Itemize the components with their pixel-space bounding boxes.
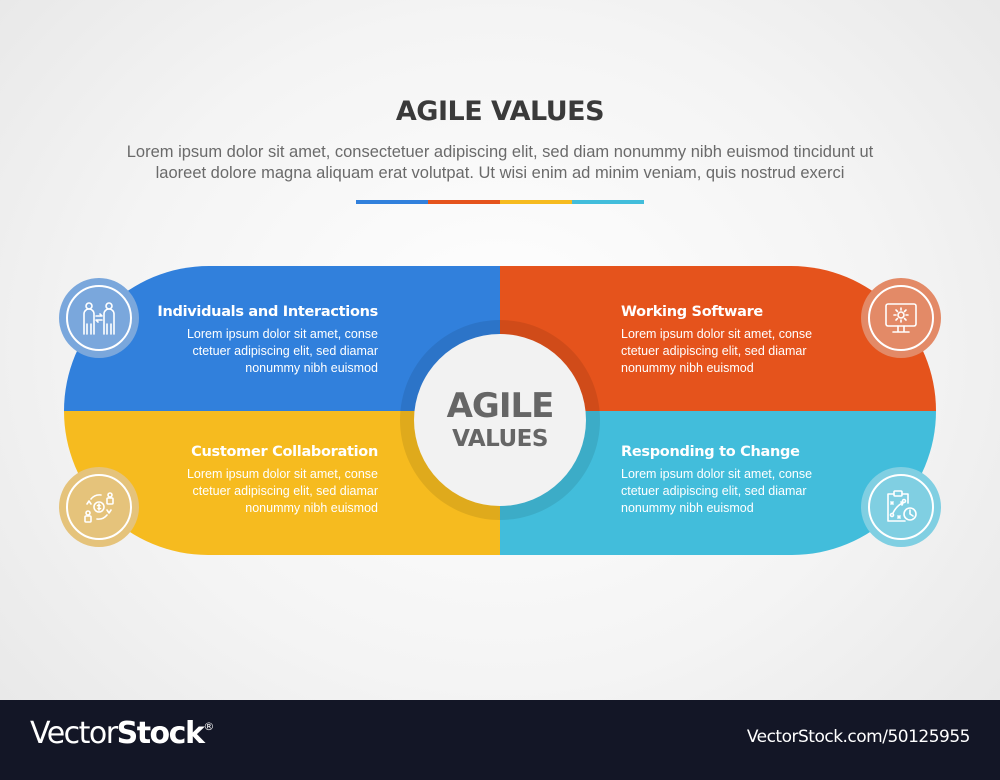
clipboard-strategy-clock-icon [887,490,917,522]
badge-customer-collaboration [59,467,139,547]
center-title-line-1: AGILE [446,386,555,426]
quadrant-text: Responding to Change Lorem ipsum dolor s… [621,444,812,517]
divider-orange [428,200,500,204]
subtitle-line-1: Lorem ipsum dolor sit amet, consectetuer… [126,143,874,161]
image-url: VectorStock.com/50125955 [746,727,971,747]
quadrant-individuals: Individuals and Interactions Lorem ipsum… [64,266,500,411]
subtitle-line-2: laoreet dolore magna aliquam erat volutp… [155,164,845,182]
money-exchange-icon [84,492,114,523]
badge-working-software [861,278,941,358]
quadrant-title: Individuals and Interactions [157,304,378,320]
logo-bold: Stock [116,716,205,751]
divider-yellow [500,200,572,204]
quadrant-desc-1: Lorem ipsum dolor sit amet, conse [621,466,813,481]
quadrant-desc-2: ctetuer adipiscing elit, sed diamar [621,344,807,358]
badge-individuals [59,278,139,358]
color-divider [356,200,644,204]
divider-cyan [572,200,644,204]
quadrant-title: Working Software [621,304,763,320]
divider-blue [356,200,428,204]
quadrant-desc-3: nonummy nibh euismod [621,361,754,375]
quadrant-working-software: Working Software Lorem ipsum dolor sit a… [500,266,936,411]
center-circle: AGILE VALUES [414,334,586,506]
quadrant-desc-2: ctetuer adipiscing elit, sed diamar [621,483,807,498]
monitor-gear-icon [885,303,917,333]
quadrant-desc-2: ctetuer adipiscing elit, sed diamar [192,344,378,358]
quadrant-title: Customer Collaboration [191,443,378,460]
watermark-footer: VectorStock® VectorStock.com/50125955 [0,700,1000,780]
quadrant-desc-3: nonummy nibh euismod [245,500,378,515]
quadrant-desc-1: Lorem ipsum dolor sit amet, conse [186,466,378,481]
registered-mark: ® [203,720,215,733]
quadrant-desc-1: Lorem ipsum dolor sit amet, conse [621,327,813,341]
quadrant-text: Individuals and Interactions Lorem ipsum… [157,304,378,377]
quadrant-title: Responding to Change [621,443,800,460]
badge-responding-to-change [861,467,941,547]
center-title-line-2: VALUES [452,426,548,452]
quadrant-desc-2: ctetuer adipiscing elit, sed diamar [192,483,378,498]
quadrant-desc-1: Lorem ipsum dolor sit amet, conse [186,327,378,341]
quadrant-text: Working Software Lorem ipsum dolor sit a… [621,304,812,377]
quadrant-desc-3: nonummy nibh euismod [621,500,754,515]
people-exchange-icon [83,302,115,335]
quadrant-text: Customer Collaboration Lorem ipsum dolor… [187,444,378,517]
vectorstock-logo: VectorStock® [30,716,214,751]
page-subtitle: Lorem ipsum dolor sit amet, consectetuer… [60,142,940,184]
quadrant-desc-3: nonummy nibh euismod [245,361,378,375]
logo-light: Vector [30,716,118,751]
page-title: AGILE VALUES [395,96,605,127]
